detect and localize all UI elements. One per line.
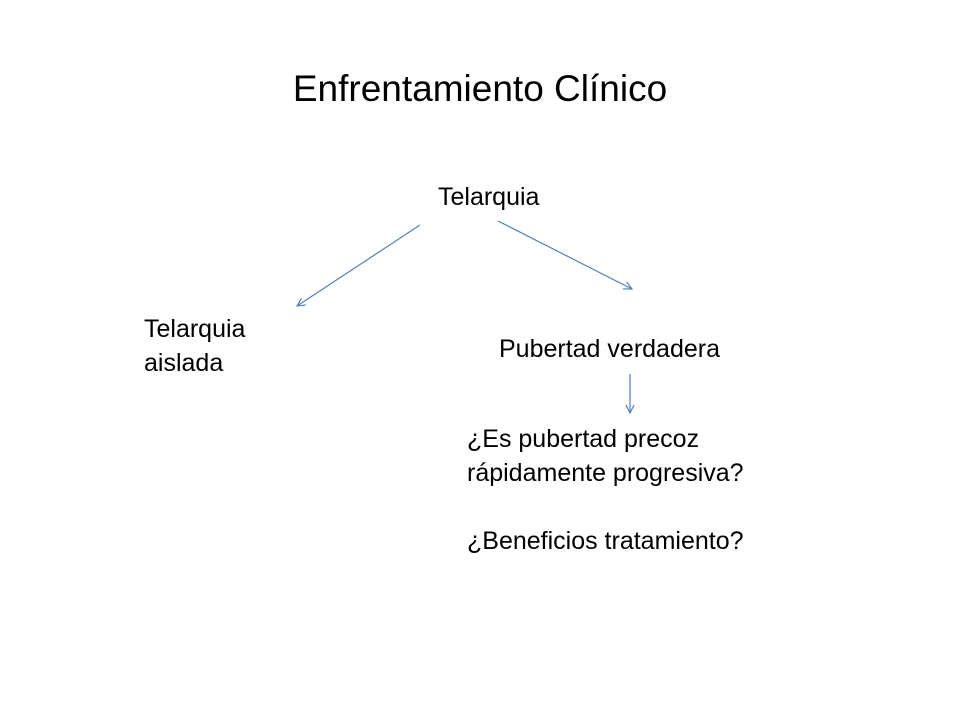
question-1-line-2: rápidamente progresiva? xyxy=(467,459,744,487)
question-2: ¿Beneficios tratamiento? xyxy=(467,527,744,555)
questions-block: ¿Es pubertad precoz rápidamente progresi… xyxy=(467,422,744,558)
node-telarquia-aislada-line-2: aislada xyxy=(144,349,224,377)
node-telarquia-aislada: Telarquia aislada xyxy=(144,312,245,380)
arrow-to-telarquia-aislada xyxy=(297,224,421,306)
question-1-line-1: ¿Es pubertad precoz xyxy=(467,425,700,453)
arrow-to-pubertad-verdadera xyxy=(497,220,632,289)
node-telarquia-aislada-line-1: Telarquia xyxy=(144,315,246,343)
node-pubertad-verdadera: Pubertad verdadera xyxy=(499,335,720,363)
slide-title: Enfrentamiento Clínico xyxy=(292,68,668,109)
node-telarquia: Telarquia xyxy=(438,183,540,211)
